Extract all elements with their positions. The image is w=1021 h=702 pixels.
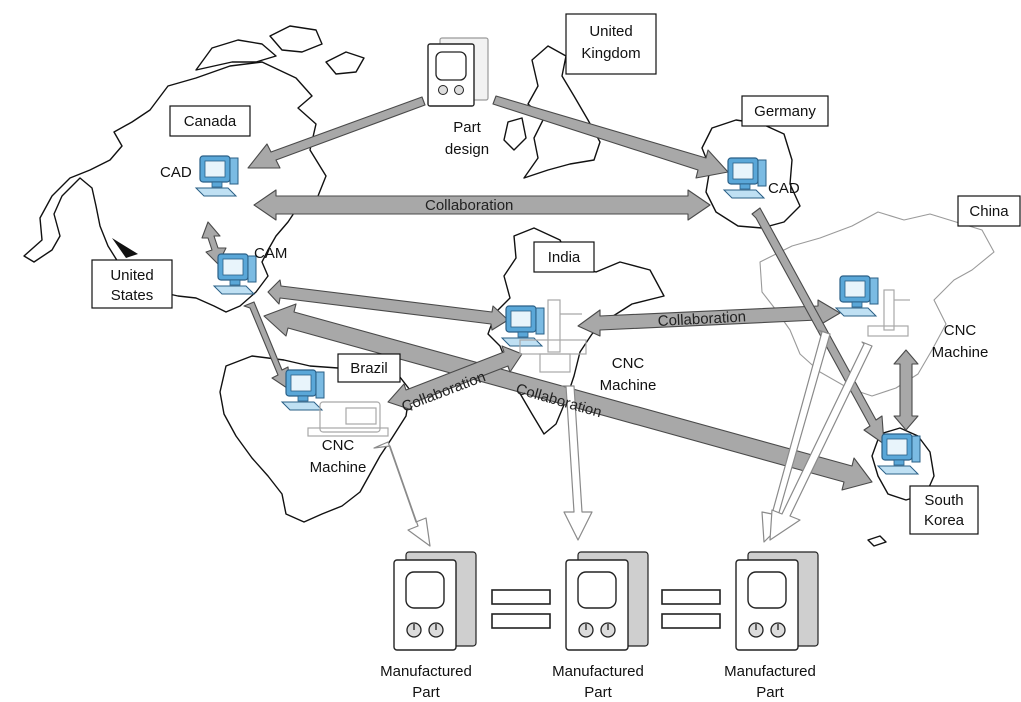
output-label-line2: Part	[412, 684, 440, 701]
computer-icon	[195, 155, 239, 197]
arrow-canada-germany	[253, 189, 711, 221]
output-label-line1: Manufactured	[380, 663, 472, 680]
uk-label-line2: Kingdom	[581, 45, 640, 62]
computer-icon	[835, 275, 879, 317]
manufactured-part-icon	[735, 551, 819, 651]
collab-label-india-china: Collaboration	[657, 308, 746, 330]
output-arrow-brazil	[373, 441, 431, 547]
collab-label-canada-germany: Collaboration	[425, 197, 513, 214]
china-machine-label-line2: Machine	[932, 344, 989, 361]
brazil-outline	[219, 355, 411, 523]
manufactured-part-icon	[565, 551, 649, 651]
germany-label: Germany	[754, 103, 816, 120]
us-label-line2: States	[111, 287, 154, 304]
country-label-brazil: Brazil	[337, 353, 401, 383]
equals-sign	[491, 589, 551, 629]
arrow-germany-korea	[751, 207, 885, 445]
manufactured-part-icon	[393, 551, 477, 651]
india-label: India	[548, 249, 581, 266]
output-label-line1: Manufactured	[552, 663, 644, 680]
uk-label-line1: United	[589, 23, 632, 40]
country-label-south-korea: South Korea	[909, 485, 979, 535]
india-machine-label-line2: Machine	[600, 377, 657, 394]
output-arrow-india	[561, 385, 593, 541]
output-arrow-china	[761, 329, 831, 543]
north-america-outline	[23, 61, 327, 313]
output-label-line2: Part	[756, 684, 784, 701]
arrow-china-korea	[893, 349, 919, 431]
flow-arrows	[201, 95, 919, 491]
computer-icon	[877, 433, 921, 475]
country-label-india: India	[533, 241, 595, 273]
output-arrow-korea	[769, 341, 873, 541]
germany-cad-label: CAD	[768, 180, 800, 197]
arctic-islands-outline	[195, 25, 365, 75]
brazil-machine-label-line1: CNC	[322, 437, 355, 454]
part-design-label-line1: Part	[453, 119, 481, 136]
india-machine-label-line1: CNC	[612, 355, 645, 372]
alaska-tail	[112, 238, 138, 258]
arrow-design-to-germany	[492, 95, 729, 179]
output-arrows	[373, 329, 873, 547]
brazil-label: Brazil	[350, 360, 388, 377]
canada-label: Canada	[184, 113, 237, 130]
output-label-line1: Manufactured	[724, 663, 816, 680]
country-label-china: China	[957, 195, 1021, 227]
arrow-design-to-canada	[247, 96, 426, 169]
country-label-uk: United Kingdom	[565, 13, 657, 75]
china-label: China	[969, 203, 1009, 220]
computer-icon	[281, 369, 325, 411]
equals-sign	[661, 589, 721, 629]
part-design-icon	[427, 37, 489, 107]
computer-icon	[723, 157, 767, 199]
country-label-germany: Germany	[741, 95, 829, 127]
china-machine-label-line1: CNC	[944, 322, 977, 339]
korea-label-line2: Korea	[924, 512, 965, 529]
canada-cad-label: CAD	[160, 164, 192, 181]
china-outline	[759, 211, 995, 397]
korea-label-line1: South	[924, 492, 963, 509]
computer-icon	[213, 253, 257, 295]
output-label-line2: Part	[584, 684, 612, 701]
country-label-canada: Canada	[169, 105, 251, 137]
part-design-label-line2: design	[445, 141, 489, 158]
us-cam-label: CAM	[254, 245, 287, 262]
country-label-us: United States	[91, 259, 173, 309]
arrow-india-china	[577, 299, 841, 337]
brazil-machine-label-line2: Machine	[310, 459, 367, 476]
us-label-line1: United	[110, 267, 153, 284]
cnc-machine-icon	[307, 289, 910, 437]
